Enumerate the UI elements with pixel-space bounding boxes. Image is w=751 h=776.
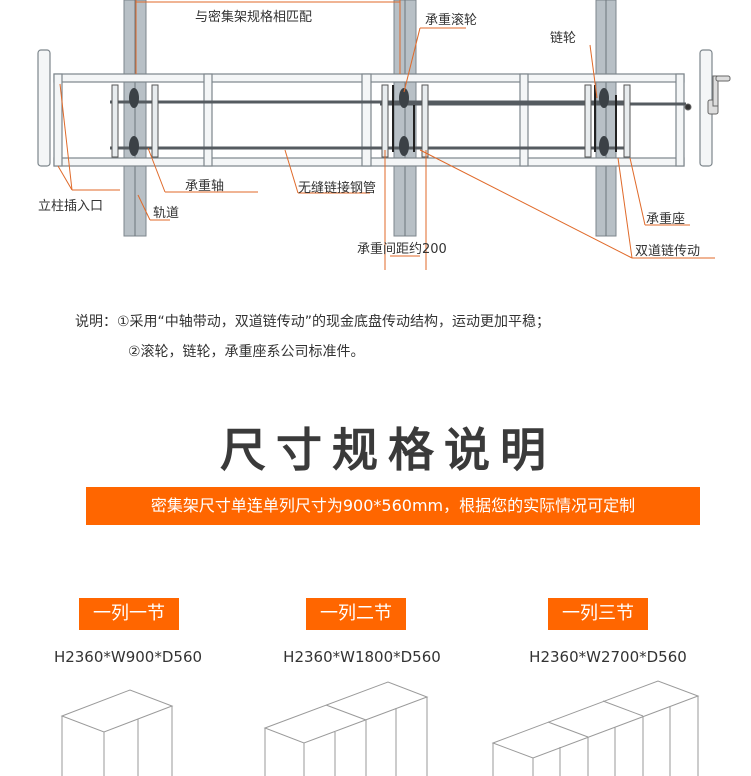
label-load-seat: 承重座 [646,212,686,227]
rollers [129,88,609,156]
size-dims-2: H2360*W1800*D560 [283,648,441,666]
axles [110,100,686,150]
leader-lines [57,0,715,270]
label-match-spec: 与密集架规格相匹配 [195,10,313,25]
size-dims-1: H2360*W900*D560 [53,648,203,666]
size-tag-2: 一列二节 [306,598,406,630]
size-tag-1: 一列一节 [79,598,179,630]
frame [37,49,713,167]
size-banner: 密集架尺寸单连单列尺寸为900*560mm，根据您的实际情况可定制 [86,487,700,525]
label-sprocket: 链轮 [550,31,577,46]
label-load-roller: 承重滚轮 [425,13,478,28]
crank-handle-icon [684,75,731,115]
label-load-spacing: 承重间距约200 [357,242,447,257]
label-track: 轨道 [153,206,180,221]
label-double-chain: 双道链传动 [635,244,701,259]
section-title: 尺寸规格说明 [220,423,556,477]
label-post-socket: 立柱插入口 [38,199,104,214]
label-seamless-tube: 无缝链接钢管 [298,181,377,196]
note-line-2: ②滚轮，链轮，承重座系公司标准件。 [128,344,365,360]
cabinet-1 [60,689,174,776]
note-line-1: 说明：①采用“中轴带动，双道链传动”的现金底盘传动结构，运动更加平稳； [75,314,551,330]
cabinet-3 [491,680,700,776]
cabinet-2 [263,681,429,776]
size-dims-3: H2360*W2700*D560 [529,648,687,666]
size-tag-3: 一列三节 [548,598,648,630]
label-load-axle: 承重轴 [185,179,225,194]
